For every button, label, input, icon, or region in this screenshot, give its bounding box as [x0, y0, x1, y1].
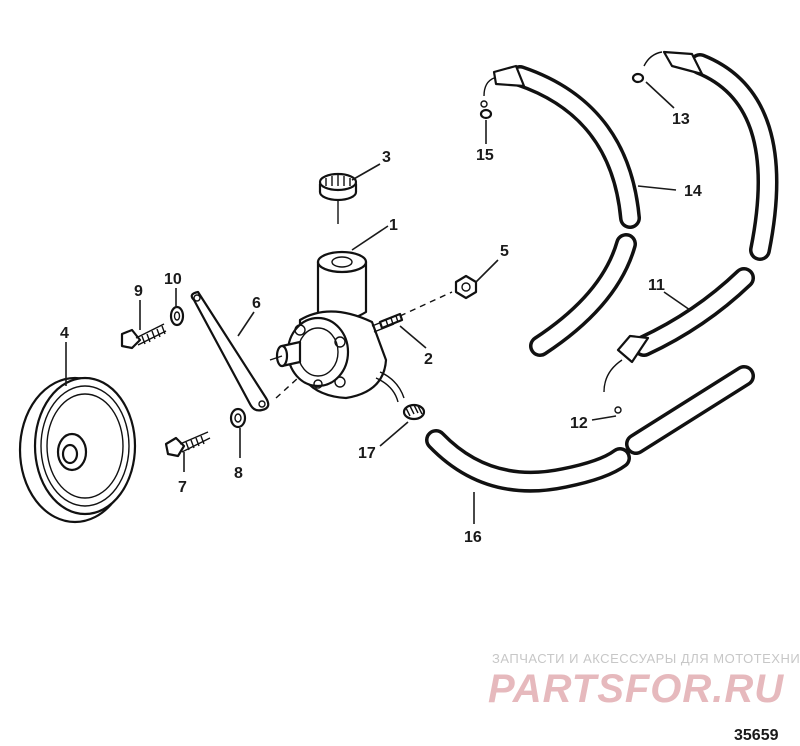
alignment-lines [275, 291, 453, 399]
bolt-upper [120, 323, 167, 350]
cooler-hose [603, 50, 779, 414]
pressure-hose [480, 64, 641, 357]
nut [454, 274, 478, 300]
watermark-brand: PARTSFOR.RU [488, 667, 784, 711]
callout-10: 10 [164, 271, 182, 288]
pulley [18, 376, 137, 524]
figure-number: 35659 [734, 727, 779, 744]
callout-8: 8 [234, 465, 243, 482]
bolt-lower [164, 431, 211, 458]
hose-clamp [402, 403, 426, 421]
o-rings [479, 72, 645, 120]
callout-2: 2 [424, 351, 433, 368]
lock-washer-upper [169, 305, 185, 327]
callout-15: 15 [476, 147, 494, 164]
stud [378, 312, 404, 330]
power-steering-pump [269, 250, 405, 403]
watermark: ЗАПЧАСТИ И АКСЕССУАРЫ ДЛЯ МОТОТЕХНИКИ PA… [488, 651, 800, 711]
callout-17: 17 [358, 445, 376, 462]
watermark-tagline: ЗАПЧАСТИ И АКСЕССУАРЫ ДЛЯ МОТОТЕХНИКИ [492, 651, 800, 666]
bracket [190, 290, 270, 412]
return-hose [425, 365, 755, 493]
callout-1: 1 [389, 217, 398, 234]
callout-16: 16 [464, 529, 482, 546]
callout-11: 11 [648, 277, 665, 294]
reservoir-cap-dipstick [318, 172, 358, 224]
callout-9: 9 [134, 283, 143, 300]
callout-13: 13 [672, 111, 690, 128]
callout-4: 4 [60, 325, 69, 342]
callout-6: 6 [252, 295, 261, 312]
callout-3: 3 [382, 149, 391, 166]
callout-7: 7 [178, 479, 187, 496]
callout-leaders [65, 81, 691, 524]
callout-14: 14 [684, 183, 702, 200]
callout-labels: 1 2 3 4 5 6 7 8 9 10 11 12 13 14 15 16 1… [60, 111, 702, 546]
callout-5: 5 [500, 243, 509, 260]
callout-12: 12 [570, 415, 588, 432]
lock-washer-lower [229, 407, 247, 429]
